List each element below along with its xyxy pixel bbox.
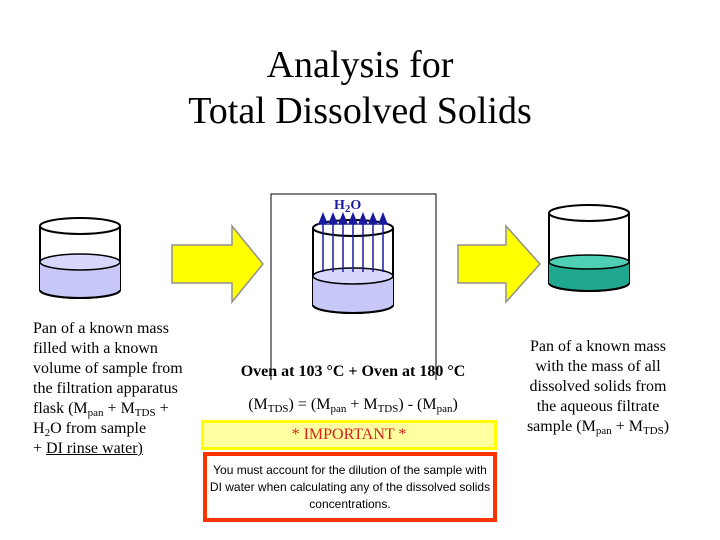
oven-temperatures: Oven at 103 °C + Oven at 180 °C	[240, 363, 466, 380]
process-arrow-1	[171, 223, 264, 305]
residue-pan-description: Pan of a known mass with the mass of all…	[526, 338, 670, 437]
process-arrow-2	[457, 224, 542, 304]
beaker-residue	[548, 204, 630, 292]
dilution-note: You must account for the dilution of the…	[203, 452, 497, 522]
h2o-vapor-label: H2O	[334, 198, 362, 215]
vapor-arrows	[317, 211, 389, 272]
beaker-sample	[39, 217, 121, 299]
oven-frame	[270, 193, 437, 380]
title-line-1: Analysis for	[266, 44, 454, 86]
important-banner: * IMPORTANT *	[201, 420, 497, 450]
page-title: Analysis for Total Dissolved Solids	[0, 42, 720, 134]
tds-formula: (MTDS) = (Mpan + MTDS) - (Mpan)	[248, 396, 458, 415]
sample-pan-description: Pan of a known mass filled with a known …	[33, 320, 183, 457]
title-line-2: Total Dissolved Solids	[188, 90, 532, 132]
